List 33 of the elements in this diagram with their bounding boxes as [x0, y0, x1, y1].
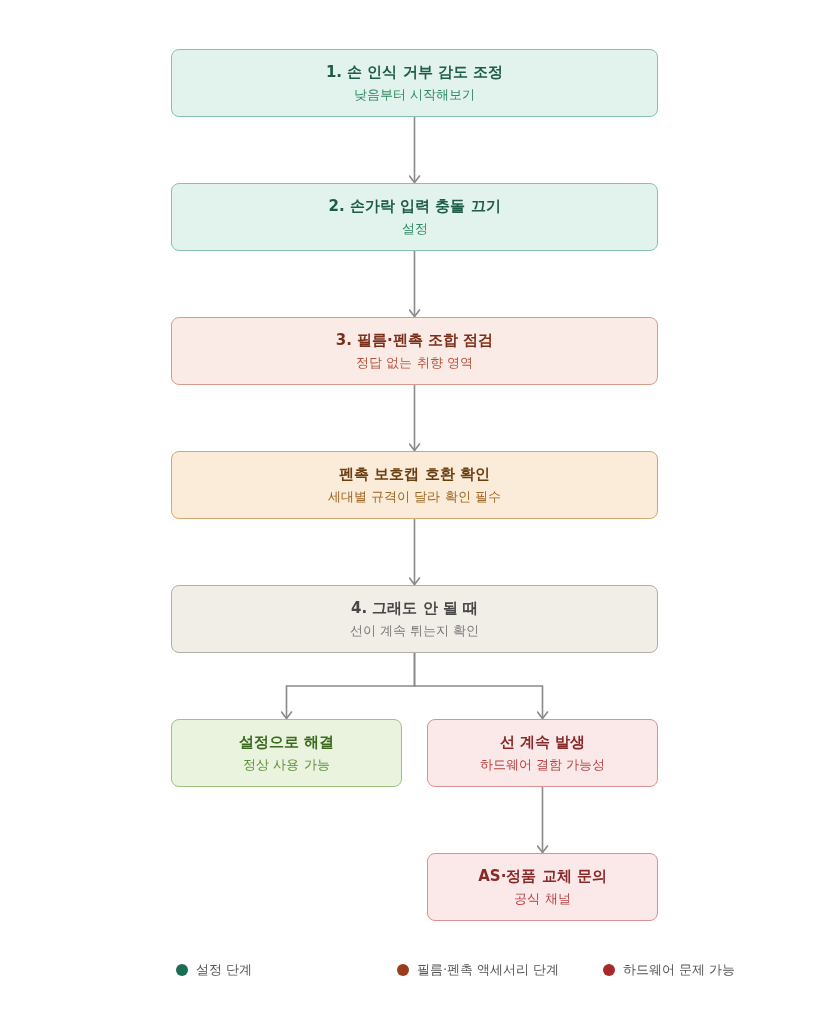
step-note: 설정 [401, 220, 428, 237]
arrow [408, 518, 421, 586]
arrow [536, 786, 549, 854]
legend-label: 설정 단계 [196, 961, 253, 979]
process-box [171, 451, 658, 519]
process-box [171, 317, 658, 385]
process-box [171, 49, 658, 117]
process-box [171, 719, 402, 787]
step-note: 공식 채널 [514, 890, 571, 907]
step-note: 하드웨어 결함 가능성 [479, 756, 606, 773]
step-title: 펜촉 보호캡 호환 확인 [339, 465, 490, 484]
step-note: 정답 없는 취향 영역 [356, 354, 473, 371]
step-title: 4. 그래도 안 될 때 [351, 599, 478, 618]
step-title: AS·정품 교체 문의 [478, 867, 607, 886]
step-title: 1. 손 인식 거부 감도 조정 [325, 63, 504, 82]
arrow [408, 116, 421, 184]
step-note: 세대별 규격이 달라 확인 필수 [328, 488, 501, 505]
step-title: 선 계속 발생 [499, 733, 586, 752]
arrow [413, 652, 549, 720]
step-note: 낮음부터 시작해보기 [353, 86, 476, 103]
step-note: 정상 사용 가능 [243, 756, 330, 773]
process-box [171, 585, 658, 653]
arrow [408, 250, 421, 318]
legend-label: 필름·펜촉 액세서리 단계 [417, 961, 560, 979]
step-title: 3. 필름·펜촉 조합 점검 [335, 331, 494, 350]
legend-label: 하드웨어 문제 가능 [623, 961, 736, 979]
process-box [427, 853, 658, 921]
process-box [427, 719, 658, 787]
arrow [408, 384, 421, 452]
step-title: 설정으로 해결 [238, 733, 335, 752]
step-title: 2. 손가락 입력 충돌 끄기 [328, 197, 501, 216]
step-note: 선이 계속 튀는지 확인 [349, 622, 480, 639]
process-box [171, 183, 658, 251]
